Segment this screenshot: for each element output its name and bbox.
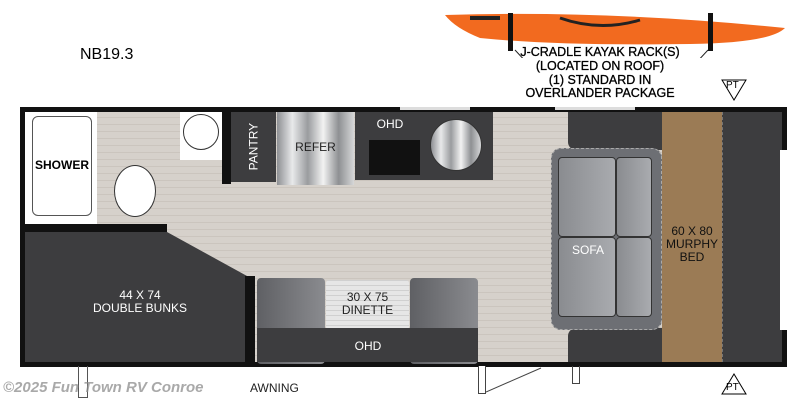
ohd-kitchen-label: OHD [376, 117, 404, 131]
shower-label: SHOWER [35, 158, 89, 172]
dinette-label: 30 X 75 DINETTE [326, 290, 409, 318]
door-swing-icon [486, 367, 542, 393]
sofa-cushion [558, 237, 616, 317]
pt-bottom-label: PT [726, 382, 739, 393]
bath-wall [25, 224, 167, 232]
sofa-label: SOFA [571, 243, 604, 257]
dinette-size: 30 X 75 [346, 290, 389, 304]
bunks [25, 232, 247, 362]
pantry [231, 112, 276, 182]
kayak-rack-note: J-CRADLE KAYAK RACK(S) (LOCATED ON ROOF)… [500, 45, 700, 101]
front-window [780, 150, 787, 330]
entry-step-icon [572, 366, 580, 384]
note-line: (1) STANDARD IN [548, 72, 652, 87]
murphy-name-2: BED [679, 250, 705, 265]
toilet-icon [114, 165, 156, 217]
bunk-wall [245, 276, 255, 362]
front-cabinet-bottom [568, 328, 662, 362]
sofa-back [616, 237, 652, 317]
bunks-label: 44 X 74 DOUBLE BUNKS [60, 288, 220, 316]
awning-label: AWNING [250, 381, 299, 395]
front-cabinet-top [568, 112, 662, 150]
murphy-bed [662, 112, 722, 362]
murphy-name: MURPHY [665, 237, 718, 252]
murphy-size: 60 X 80 [671, 224, 713, 238]
pt-marker-bottom-icon [721, 373, 747, 395]
shower [25, 112, 97, 226]
ohd-dinette-label: OHD [354, 339, 382, 353]
dinette-ohd [257, 328, 478, 362]
note-line: OVERLANDER PACKAGE [525, 86, 675, 101]
pt-marker-top-icon [721, 79, 747, 101]
watermark: ©2025 Fun Town RV Conroe [3, 379, 204, 396]
pantry-wall [222, 112, 231, 184]
window [400, 107, 470, 110]
murphy-label: 60 X 80 MURPHY BED [660, 224, 724, 265]
bunks-name: DOUBLE BUNKS [92, 301, 188, 316]
stove-icon [369, 140, 420, 175]
refrigerator [277, 112, 354, 185]
sofa-cushion [558, 157, 616, 237]
pantry-label: PANTRY [246, 122, 261, 171]
model-name: NB19.3 [80, 46, 134, 63]
window [555, 107, 635, 110]
note-line: J-CRADLE KAYAK RACK(S) [520, 45, 680, 59]
bunks-size: 44 X 74 [119, 288, 161, 302]
kitchen-sink-icon [430, 119, 482, 171]
dinette-name: DINETTE [341, 303, 394, 318]
refer-label: REFER [295, 140, 336, 154]
kayak-icon [445, 13, 785, 58]
front-storage [722, 112, 782, 362]
pt-top-label: PT [726, 80, 739, 91]
entry-door-icon [478, 366, 486, 394]
note-line: (LOCATED ON ROOF) [535, 58, 665, 73]
bath-sink-icon [183, 114, 219, 150]
sofa-back [616, 157, 652, 237]
dinette-table [326, 280, 409, 330]
shower-tray [32, 116, 92, 216]
awning-bracket-icon [78, 366, 88, 398]
